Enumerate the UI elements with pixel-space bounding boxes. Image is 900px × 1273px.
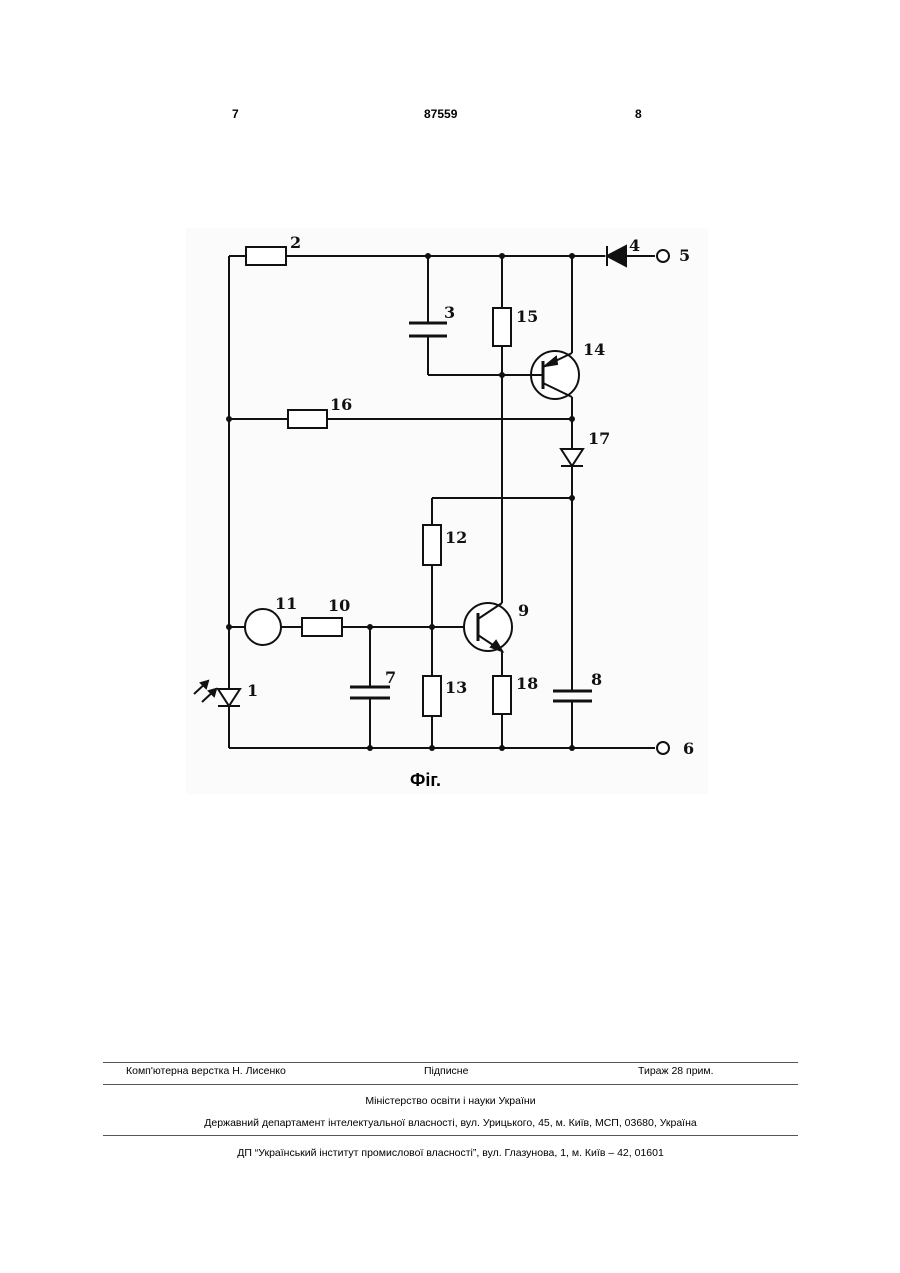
capacitor-7	[350, 687, 390, 698]
terminal-6	[657, 742, 669, 754]
label-16: 16	[330, 395, 352, 414]
label-5: 5	[679, 246, 690, 265]
footer-ministry: Міністерство освіти і науки України	[103, 1095, 798, 1107]
label-2: 2	[290, 233, 301, 252]
footer-rule-top	[103, 1062, 798, 1063]
label-12: 12	[445, 528, 467, 547]
resistor-10	[302, 618, 342, 636]
resistor-12	[423, 525, 441, 565]
label-9: 9	[518, 601, 529, 620]
transistor-9	[464, 603, 512, 651]
circuit-diagram: 2 3 4 5 15 14 16 17 12 11 10 9 7 13 18 8…	[0, 0, 900, 800]
resistor-13	[423, 676, 441, 716]
resistor-16	[288, 410, 327, 428]
label-17: 17	[588, 429, 610, 448]
footer-rule-middle	[103, 1084, 798, 1085]
label-4: 4	[629, 236, 640, 255]
element-11	[245, 609, 281, 645]
transistor-14	[528, 351, 579, 399]
diode-4	[607, 246, 626, 266]
capacitor-3	[409, 323, 447, 336]
footer-signed: Підписне	[424, 1065, 468, 1077]
label-7: 7	[385, 668, 396, 687]
resistor-18	[493, 676, 511, 714]
label-18: 18	[516, 674, 538, 693]
label-11: 11	[275, 594, 297, 613]
label-15: 15	[516, 307, 538, 326]
capacitor-8	[553, 691, 592, 701]
label-10: 10	[328, 596, 350, 615]
resistor-15	[493, 308, 511, 346]
resistor-2	[246, 247, 286, 265]
photodiode-1	[194, 681, 240, 706]
footer-print-run: Тираж 28 прим.	[638, 1065, 714, 1077]
label-14: 14	[583, 340, 605, 359]
label-8: 8	[591, 670, 602, 689]
footer-layout-credit: Комп'ютерна верстка Н. Лисенко	[126, 1065, 286, 1077]
diode-17	[561, 449, 583, 466]
footer-department: Державний департамент інтелектуальної вл…	[103, 1117, 798, 1129]
label-13: 13	[445, 678, 467, 697]
footer-rule-bottom	[103, 1135, 798, 1136]
label-1: 1	[247, 681, 258, 700]
footer-institute: ДП “Український інститут промислової вла…	[103, 1147, 798, 1159]
terminal-5	[657, 250, 669, 262]
label-6: 6	[683, 739, 694, 758]
label-3: 3	[444, 303, 455, 322]
figure-caption: Фіг.	[410, 770, 441, 791]
